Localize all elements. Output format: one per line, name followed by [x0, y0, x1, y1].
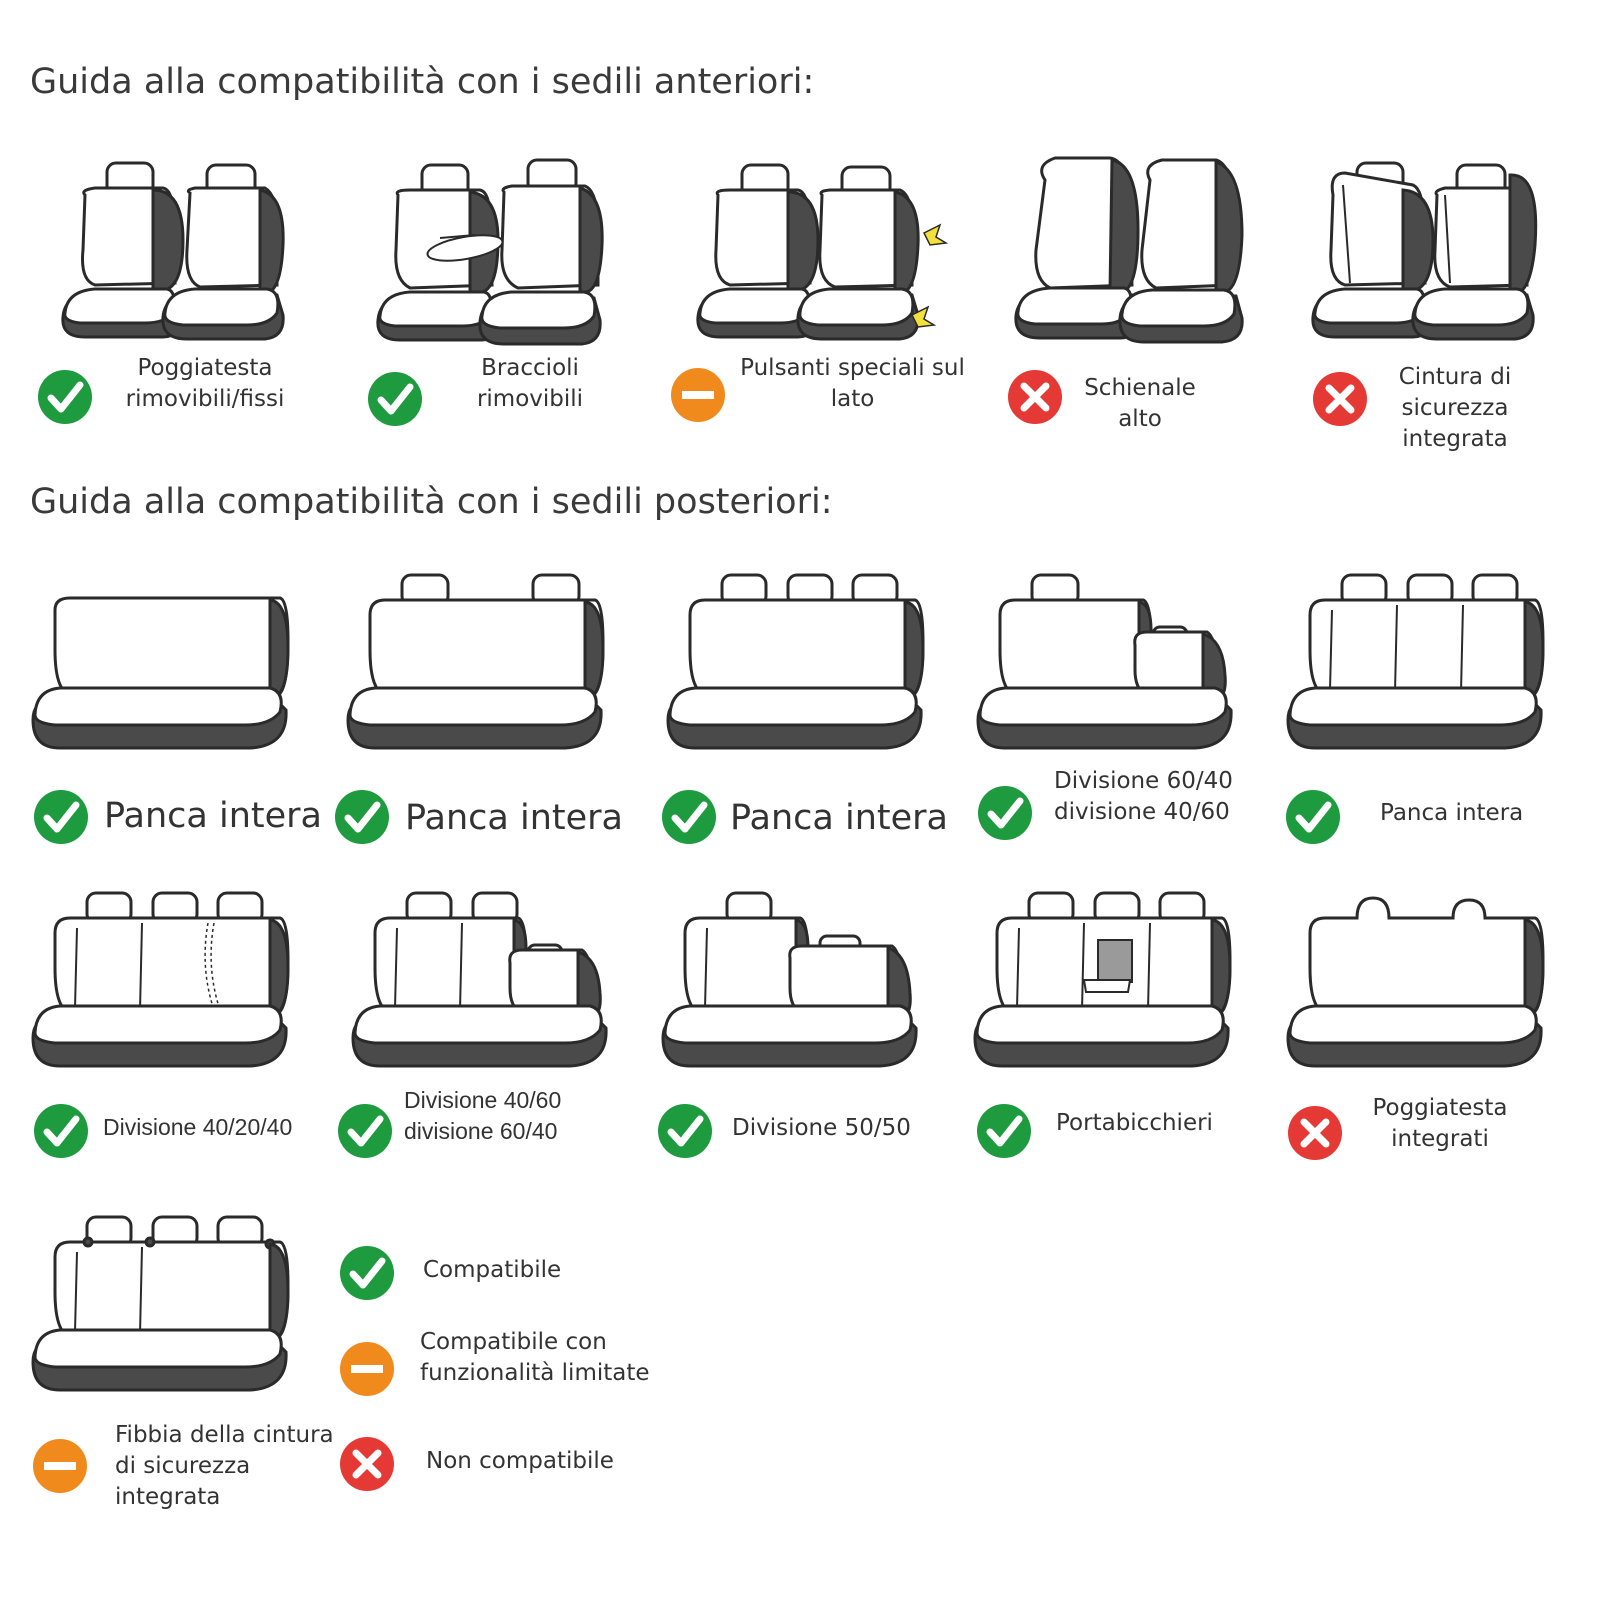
high-back-seats-icon: [1010, 150, 1250, 350]
bench-two-headrests-icon: [345, 570, 605, 755]
front-seats-heading: Guida alla compatibilità con i sedili an…: [30, 62, 815, 102]
legend-incompatible-label: Non compatibile: [426, 1448, 614, 1474]
split-40-20-40-bench-icon: [30, 888, 290, 1073]
front-item-label: Pulsanti speciali sul lato: [740, 355, 965, 412]
split-60-40-bench-icon: [975, 570, 1235, 755]
front-seats-armrest-icon: [370, 150, 610, 350]
check-icon: [335, 790, 389, 844]
integrated-headrest-bench-icon: [1285, 888, 1545, 1073]
check-icon: [977, 1104, 1031, 1158]
check-icon: [978, 786, 1032, 840]
check-icon: [1286, 790, 1340, 844]
legend-limited-label: Compatibile con funzionalità limitate: [420, 1329, 650, 1386]
rear-item-label: Panca intera: [730, 798, 948, 838]
check-icon: [658, 1104, 712, 1158]
rear-item-label: Panca intera: [1380, 800, 1524, 826]
front-item-label: Poggiatesta rimovibili/fissi: [125, 355, 285, 412]
rear-item-label: Divisione 40/60 divisione 60/40: [404, 1087, 562, 1144]
legend-check-icon: [340, 1246, 394, 1300]
cupholder-bench-icon: [972, 888, 1232, 1073]
front-item-label: Cintura di sicurezza integrata: [1398, 364, 1512, 452]
integrated-buckle-bench-icon: [30, 1212, 295, 1397]
integrated-belt-seats-icon: [1305, 155, 1545, 350]
cross-icon: [1008, 370, 1062, 424]
legend-minus-icon: [340, 1342, 394, 1396]
check-icon: [368, 372, 422, 426]
legend-compatible-label: Compatibile: [423, 1257, 562, 1283]
bench-no-headrest-icon: [30, 590, 290, 755]
rear-seats-heading: Guida alla compatibilità con i sedili po…: [30, 482, 833, 522]
front-item-label: Braccioli rimovibili: [476, 355, 584, 412]
minus-icon: [33, 1439, 87, 1493]
rear-item-label: Divisione 50/50: [732, 1115, 911, 1141]
bench-three-headrests-icon: [665, 570, 925, 755]
cross-icon: [1313, 372, 1367, 426]
rear-item-label: Poggiatesta integrati: [1372, 1095, 1508, 1152]
check-icon: [34, 790, 88, 844]
rear-item-label: Panca intera: [104, 796, 322, 836]
check-icon: [338, 1104, 392, 1158]
front-item-label: Schienale alto: [1084, 375, 1196, 432]
rear-item-label: Divisione 40/20/40: [103, 1114, 293, 1140]
rear-item-label: Portabicchieri: [1056, 1110, 1213, 1136]
two-front-seats-icon: [55, 155, 295, 350]
rear-item-label: Panca intera: [405, 798, 623, 838]
check-icon: [662, 790, 716, 844]
check-icon: [34, 1104, 88, 1158]
cross-icon: [1288, 1106, 1342, 1160]
segmented-bench-icon: [1285, 570, 1545, 755]
check-icon: [38, 370, 92, 424]
split-50-50-bench-icon: [660, 888, 920, 1073]
rear-item-label: Fibbia della cintura di sicurezza integr…: [115, 1422, 334, 1510]
minus-icon: [671, 368, 725, 422]
front-seats-side-buttons-icon: [690, 155, 950, 350]
split-40-60-bench-icon: [350, 888, 610, 1073]
rear-item-label: Divisione 60/40 divisione 40/60: [1054, 768, 1233, 825]
legend-cross-icon: [340, 1437, 394, 1491]
